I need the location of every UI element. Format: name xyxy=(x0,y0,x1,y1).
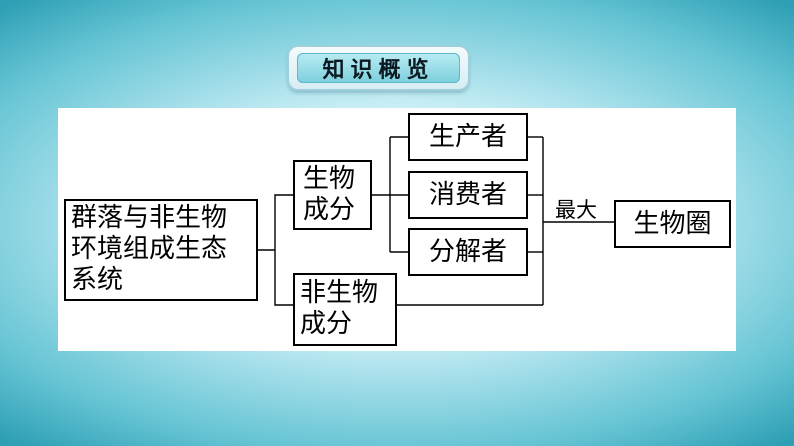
page-title: 知识概览 xyxy=(297,53,460,83)
biotic-component-box: 生物 成分 xyxy=(293,160,372,230)
biosphere-box: 生物圈 xyxy=(614,200,731,248)
connector-root-to-abiotic xyxy=(274,250,293,306)
title-badge: 知识概览 xyxy=(289,47,468,89)
producer-label: 生产者 xyxy=(428,121,507,152)
biosphere-label: 生物圈 xyxy=(633,208,712,239)
producer-box: 生产者 xyxy=(408,113,528,161)
biotic-line-1: 生物 xyxy=(303,164,356,194)
abiotic-line-2: 成分 xyxy=(300,309,353,339)
largest-label: 最大 xyxy=(555,198,597,222)
root-line-1: 群落与非生物 xyxy=(71,203,228,233)
abiotic-component-box: 非生物 成分 xyxy=(293,273,397,346)
abiotic-line-1: 非生物 xyxy=(300,278,379,308)
decomposer-box: 分解者 xyxy=(408,228,528,276)
root-box: 群落与非生物 环境组成生态 系统 xyxy=(64,199,258,301)
biotic-line-2: 成分 xyxy=(303,195,356,225)
connector-root-to-biotic xyxy=(274,194,293,250)
root-line-3: 系统 xyxy=(71,265,124,295)
consumer-label: 消费者 xyxy=(428,179,507,210)
root-line-2: 环境组成生态 xyxy=(71,234,228,264)
consumer-box: 消费者 xyxy=(408,171,528,219)
decomposer-label: 分解者 xyxy=(428,236,507,267)
